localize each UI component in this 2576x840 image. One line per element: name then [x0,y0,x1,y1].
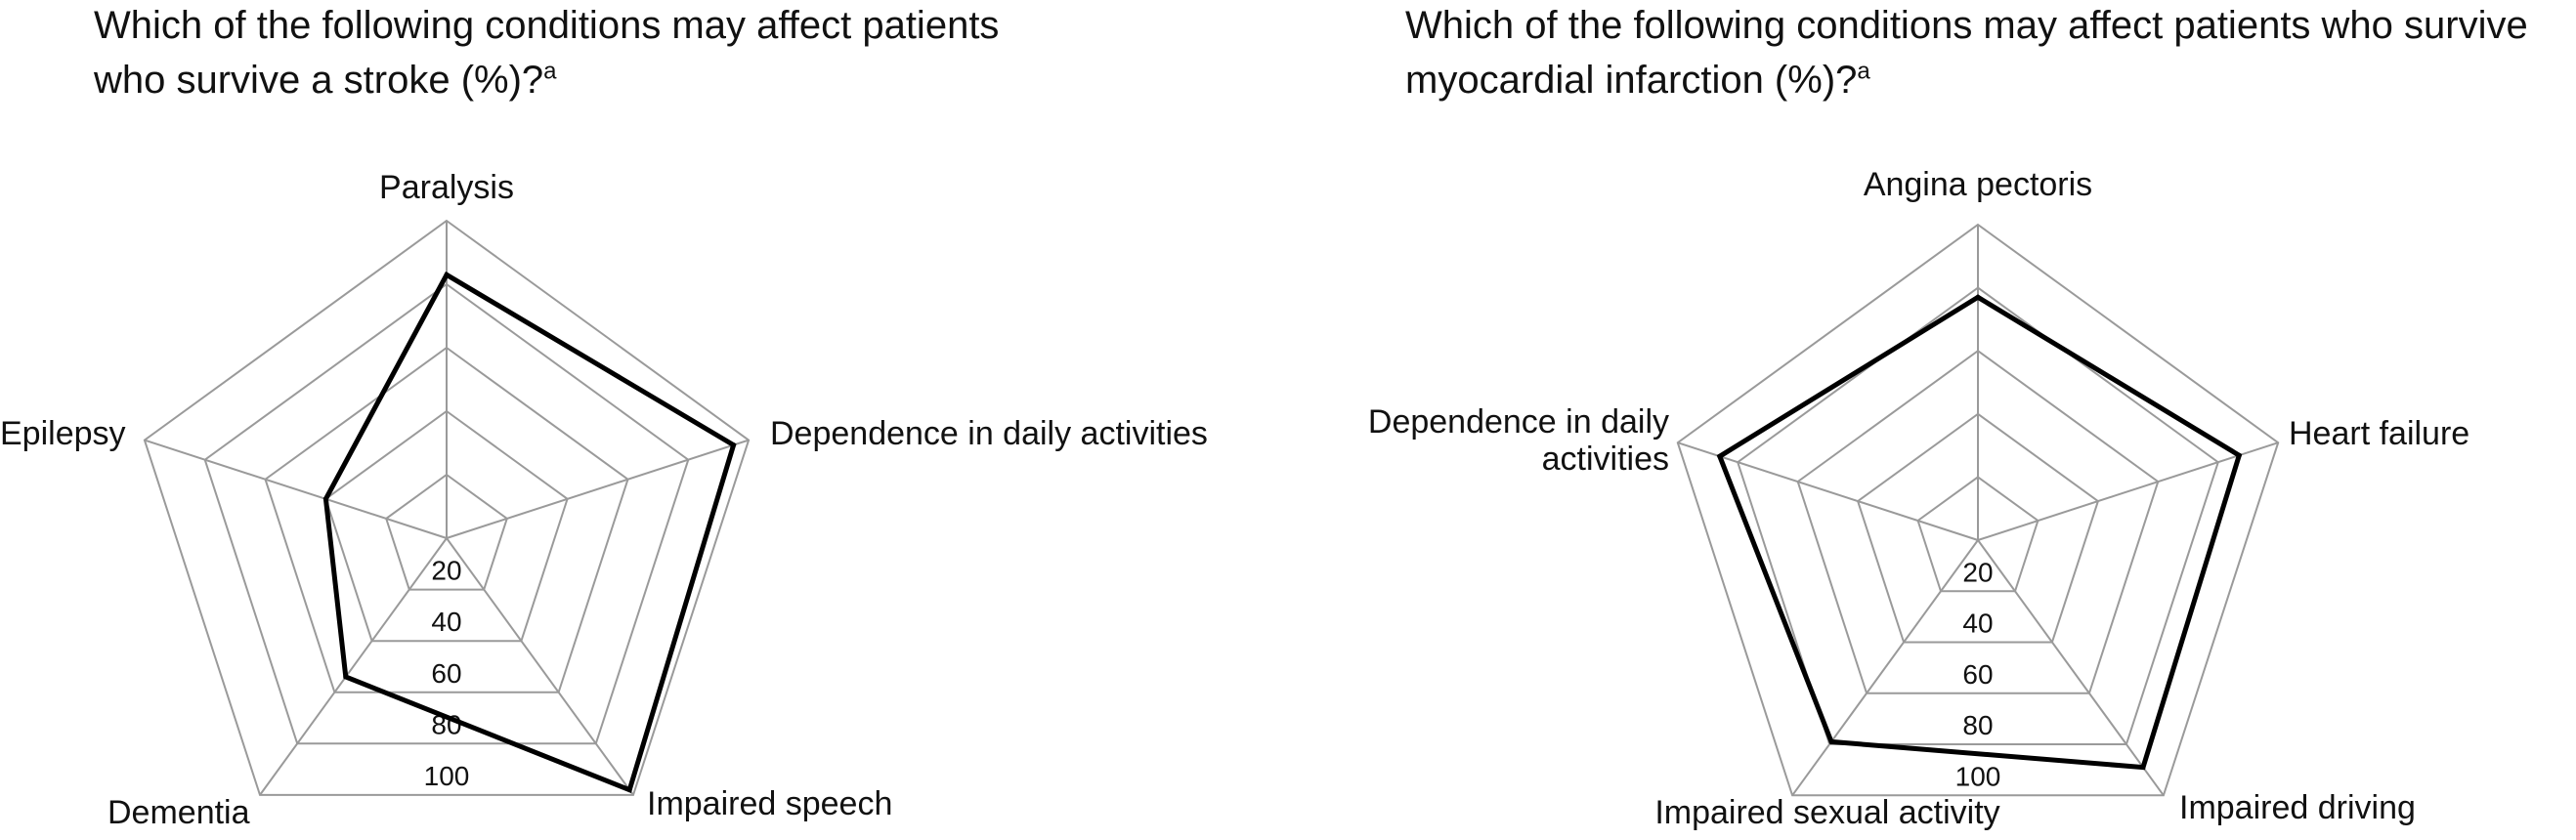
axis-label: Heart failure [2289,415,2469,452]
axis-label-line: Impaired speech [647,785,892,822]
grid-ring-80 [1737,286,2219,745]
data-point [2236,452,2242,458]
axis-label-line: Epilepsy [0,415,126,452]
axis-label-line: activities [1542,441,1669,478]
axis-label: Paralysis [379,169,514,206]
data-point [322,496,328,502]
radial-tick-label: 20 [431,556,461,586]
axis-label: Impaired sexual activity [1654,794,1999,831]
grid-ring-40 [324,409,569,643]
data-point [1717,453,1723,459]
chart-title: Which of the following conditions may af… [1405,0,2528,107]
grid-ring-20 [1916,476,2039,593]
chart-title-line-1: Which of the following conditions may af… [94,4,1000,47]
axis-label-line: Dementia [107,794,250,831]
chart-title-line-2-text: who survive a stroke (%)? [94,59,544,102]
radial-tick-label: 100 [424,761,470,791]
radial-tick-label: 80 [1962,710,1993,740]
data-point [1975,294,1981,300]
grid-ring-60 [1796,349,2160,694]
data-point [731,442,737,448]
data-point [444,272,450,277]
axis-spoke-1 [446,439,750,539]
radial-tick-label: 100 [1955,761,2001,791]
axis-label: Epilepsy [0,415,126,452]
axis-spoke-2 [1977,539,2165,796]
data-point [2140,765,2146,771]
axis-label-line: Heart failure [2289,415,2469,452]
axis-spoke-2 [446,537,634,796]
axis-label-line: Impaired driving [2179,789,2416,826]
radial-tick-label: 60 [1962,659,1993,690]
stroke-radar-panel: Which of the following conditions may af… [0,0,1208,831]
axis-spoke-4 [144,439,448,539]
axis-label-line: Angina pectoris [1864,166,2092,203]
grid-ring-20 [385,473,508,591]
chart-title-line-2-text: myocardial infarction (%)? [1405,59,1858,102]
chart-title-footnote-marker: a [543,58,557,85]
radial-tick-label: 60 [431,658,461,689]
axis-label-line: Dependence in daily [1368,403,1669,441]
data-point [343,674,349,680]
grid-ring-100 [1676,223,2280,797]
series-outline [322,271,737,794]
radial-tick-label: 20 [1962,557,1993,587]
grid-ring-80 [203,282,690,745]
axis-label-line: Impaired sexual activity [1654,794,1999,831]
chart-title-line-2: who survive a stroke (%)?a [94,53,999,107]
axis-spoke-3 [1791,539,1979,796]
axis-spoke-1 [1977,441,2279,541]
mi-radar-panel: Which of the following conditions may af… [1288,0,2576,840]
grid-ring-100 [143,219,751,796]
chart-title-footnote-marker: a [1857,58,1870,85]
radial-tick-label: 40 [431,607,461,637]
axis-label: Angina pectoris [1864,166,2092,203]
grid-ring-60 [264,346,629,693]
axis-label: Dependence in daily activities [770,415,1208,452]
chart-title-line-2: myocardial infarction (%)?a [1405,53,2528,107]
axis-spoke-3 [259,537,448,796]
chart-title-line-1: Which of the following conditions may af… [1405,4,2528,47]
data-point [626,787,632,793]
grid-ring-40 [1856,412,2100,644]
axis-spoke-4 [1677,441,1979,541]
axis-label-line: Paralysis [379,169,514,206]
data-point [1828,738,1834,744]
radial-tick-label: 40 [1962,609,1993,639]
axis-label: Impaired speech [647,785,892,822]
axis-label-line: Dependence in daily activities [770,415,1208,452]
axis-label: Dementia [107,794,250,831]
chart-title: Which of the following conditions may af… [94,0,999,107]
axis-label: Impaired driving [2179,789,2416,826]
series-outline [1716,294,2243,771]
